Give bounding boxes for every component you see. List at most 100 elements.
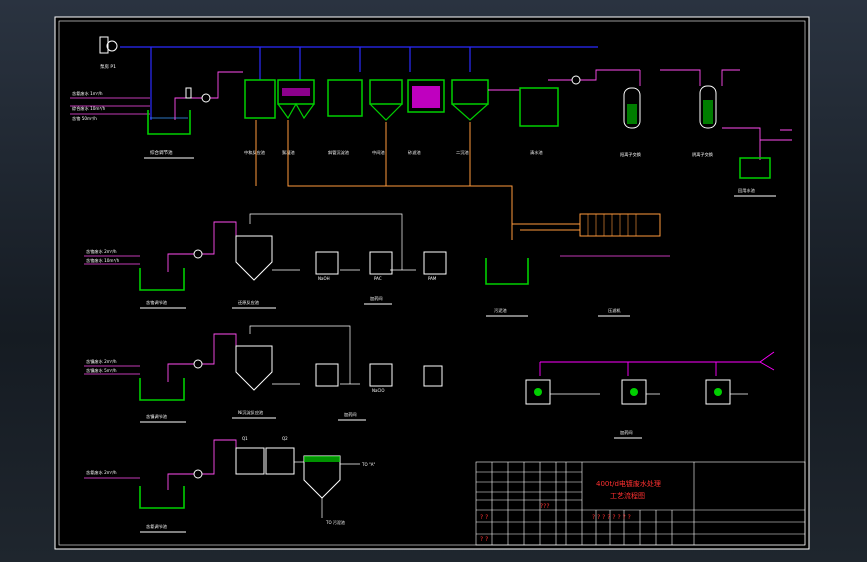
feed-label-2: 综合废水 10m³/h [72, 105, 106, 112]
dosing-right-label: 加药间 [620, 429, 633, 436]
dose-r2-label: 加药间 [370, 295, 383, 302]
dose-right-pump-b [630, 388, 638, 396]
reactor-r2 [235, 235, 273, 281]
chem-naclo: NaClO [372, 388, 385, 393]
feed-r3b-label: 含镍废水 5m³/h [86, 367, 117, 374]
tank-r4 [139, 486, 185, 509]
pump-r2-icon [193, 249, 203, 259]
dosing-room-right: 加药间 [525, 351, 775, 439]
main-process-row: 泵房 P1 含氰废水 1m³/h 综合废水 10m³/h 含铬 50m³/h 综… [70, 36, 792, 240]
title-row-4: ? ? [480, 536, 488, 543]
dose-right-a [525, 379, 551, 405]
flow-to-return [722, 127, 792, 160]
r3-flow [167, 333, 237, 382]
tank-t7 [519, 87, 559, 127]
row-nickel: 含镍废水 2m³/h 含镍废水 5m³/h 含镍调节池 Ni沉淀反应池 NaCl… [84, 325, 443, 423]
title-line-1: 400t/d电镀废水处理 [596, 479, 661, 488]
pump-p1-icon [201, 93, 211, 103]
dose-tank-r3b [369, 363, 393, 387]
sludge-to-label: TO 污泥池 [325, 519, 345, 525]
tank-t6 [451, 79, 489, 105]
blower-base [99, 36, 109, 54]
r4-reactor-a [235, 447, 265, 475]
tank-r2-label: 含铬调节池 [146, 299, 168, 306]
title-row-1: ? ? ? ? ? ? ? ? [592, 514, 631, 521]
air-line [120, 46, 598, 120]
dosing-manifold [539, 351, 775, 376]
r2-dosing-line [249, 213, 416, 271]
tank-main [147, 110, 191, 135]
pump-p3-icon [571, 75, 581, 85]
feed-r3a-label: 含镍废水 2m³/h [86, 358, 117, 365]
dose-right-pump-a [534, 388, 542, 396]
tank-r4-label: 含氰调节池 [146, 523, 168, 530]
tank-t2-hopper [277, 102, 315, 120]
feed-r2b-label: 含铬废水 10m³/h [86, 257, 120, 264]
dose-tank-r2b [369, 251, 393, 275]
chem-pac: PAC [374, 276, 382, 281]
r4-flow [167, 439, 237, 490]
feed-label-3: 含铬 50m³/h [72, 115, 97, 122]
tank-main-label: 综合调节池 [150, 149, 173, 156]
tank-t6-hopper [451, 103, 489, 121]
pit-to-press [511, 223, 580, 240]
title-block [475, 461, 806, 546]
r4-outlet [321, 463, 360, 518]
tank-r3 [139, 378, 185, 401]
tank-t2-label: 絮凝池 [282, 149, 295, 156]
feed-r2a-label: 含铬废水 2m³/h [86, 248, 117, 255]
resin-column-2-bed [703, 100, 713, 124]
resin-column-1-bed [627, 104, 637, 124]
reactor-r3 [235, 345, 273, 391]
tank-t2-media [282, 88, 310, 96]
r4-reactor-b [265, 447, 295, 475]
filter-press-plates [587, 214, 637, 236]
title-line-2: 工艺流程图 [610, 491, 645, 500]
blower-icon [106, 40, 118, 52]
drawing-border [58, 20, 806, 546]
dose-right-c [705, 379, 731, 405]
tank-t5-media [412, 86, 440, 108]
dose-tank-r2c [423, 251, 447, 275]
tank-t1-label: 中和反应池 [244, 149, 266, 156]
tank-t7-label: 清水池 [530, 149, 543, 156]
tank-t4 [369, 79, 403, 105]
title-block-grid [476, 462, 805, 545]
title-block-frame [475, 461, 806, 546]
r2-flow [167, 221, 237, 272]
to-a-label: TO "A" [361, 462, 375, 467]
chem-naoh: NaOH [318, 276, 330, 281]
return-tank-label: 回用水池 [738, 187, 756, 194]
tank-t4-hopper [369, 103, 403, 121]
feed-label-1: 含氰废水 1m³/h [72, 90, 103, 97]
meter-1 [185, 87, 192, 99]
feed-lines-r3 [84, 365, 140, 375]
r3-dosing-line [249, 325, 360, 385]
pit-tank [485, 258, 529, 285]
tank-t4-label: 中间池 [372, 149, 385, 156]
dose-r3-label: 加药间 [344, 411, 357, 418]
dose-tank-r2a [315, 251, 339, 275]
resin-column-2 [699, 85, 717, 129]
dose-right-pump-c [714, 388, 722, 396]
reactor-r3-label: Ni沉淀反应池 [238, 409, 264, 416]
q2-label: Q2 [282, 436, 288, 441]
sludge-lines-top [255, 120, 513, 240]
dose-tank-r3a [315, 363, 339, 387]
dose-tank-r3c [423, 365, 443, 387]
row-cyanide: 含氰废水 2m³/h 含氰调节池 Q1 Q2 TO "A" TO 污泥池 [84, 436, 375, 533]
tank-t3 [327, 79, 363, 117]
sludge-section: 污泥池 压滤机 [485, 213, 670, 317]
pump-room-label: 泵房 P1 [100, 63, 116, 70]
title-row-2: ??? [540, 503, 550, 510]
tank-r2 [139, 268, 185, 291]
pump-r3-icon [193, 359, 203, 369]
tank-t1 [244, 79, 276, 119]
filter-press-label: 压滤机 [608, 307, 621, 314]
feed-lines-r2 [84, 255, 140, 265]
resin-column-1 [623, 87, 641, 129]
flow-to-resin [548, 69, 740, 86]
reactor-r2-label: 还原反应池 [238, 299, 260, 306]
tank-t3-label: 斜管沉淀池 [328, 149, 350, 156]
